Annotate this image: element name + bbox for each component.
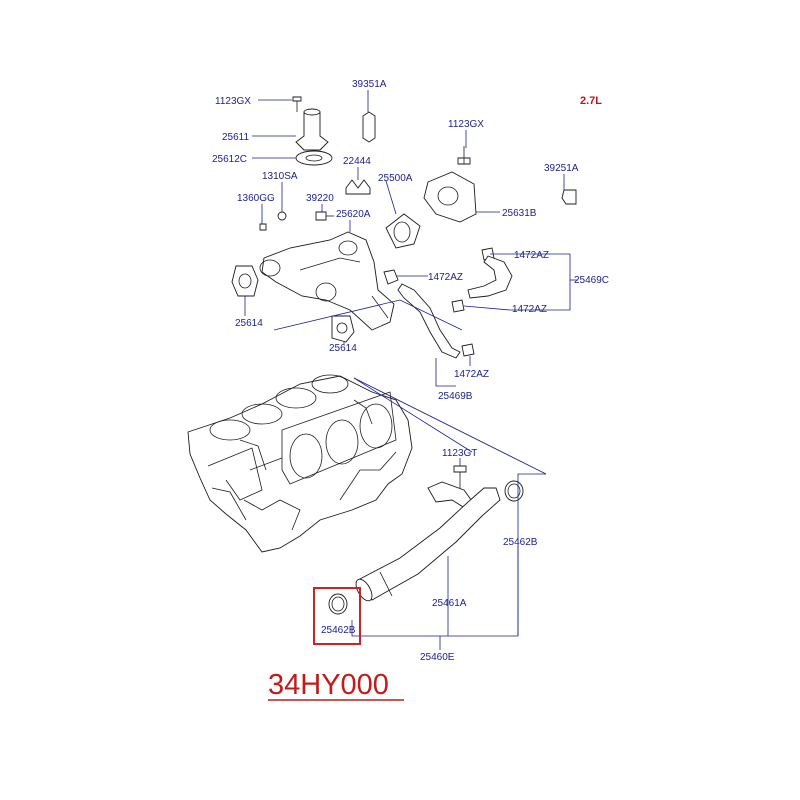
label-1123gt: 1123GT (442, 448, 477, 459)
label-22444: 22444 (343, 156, 371, 167)
upper-housing-parts (231, 96, 577, 359)
label-25460e: 25460E (420, 652, 455, 663)
engine-block-drawing (187, 374, 413, 553)
label-1310sa: 1310SA (262, 171, 298, 182)
label-25462b-top: 25462B (503, 537, 538, 548)
label-25461a: 25461A (432, 598, 467, 609)
highlight-box (313, 587, 361, 645)
label-1472az-lower: 1472AZ (512, 304, 547, 315)
label-1472az-mid: 1472AZ (428, 272, 463, 283)
label-1123gx-right: 1123GX (448, 119, 484, 130)
label-1123gx-top: 1123GX (215, 96, 251, 107)
label-25469c: 25469C (574, 275, 609, 286)
label-25612c: 25612C (212, 154, 247, 165)
label-25611: 25611 (222, 132, 250, 143)
label-25462b-highlighted: 25462B (321, 625, 356, 636)
label-39220: 39220 (306, 193, 334, 204)
label-1472az-bottom: 1472AZ (454, 369, 489, 380)
label-25614-mid: 25614 (329, 343, 357, 354)
label-25614-left: 25614 (235, 318, 263, 329)
label-25500a: 25500A (378, 173, 413, 184)
label-1472az-right: 1472AZ (514, 250, 549, 261)
water-pipe-drawing (328, 465, 524, 615)
label-25631b: 25631B (502, 208, 537, 219)
reference-code: 34HY000 (268, 669, 389, 701)
label-25469b: 25469B (438, 391, 473, 402)
engine-variant-label: 2.7L (580, 95, 602, 107)
leader-lines (244, 90, 578, 650)
part-labels: 1123GX 39351A 25611 25612C 22444 1310SA … (212, 79, 609, 663)
label-25620a: 25620A (336, 209, 371, 220)
label-39251a: 39251A (544, 163, 579, 174)
label-1360gg: 1360GG (237, 193, 275, 204)
label-39351a: 39351A (352, 79, 387, 90)
